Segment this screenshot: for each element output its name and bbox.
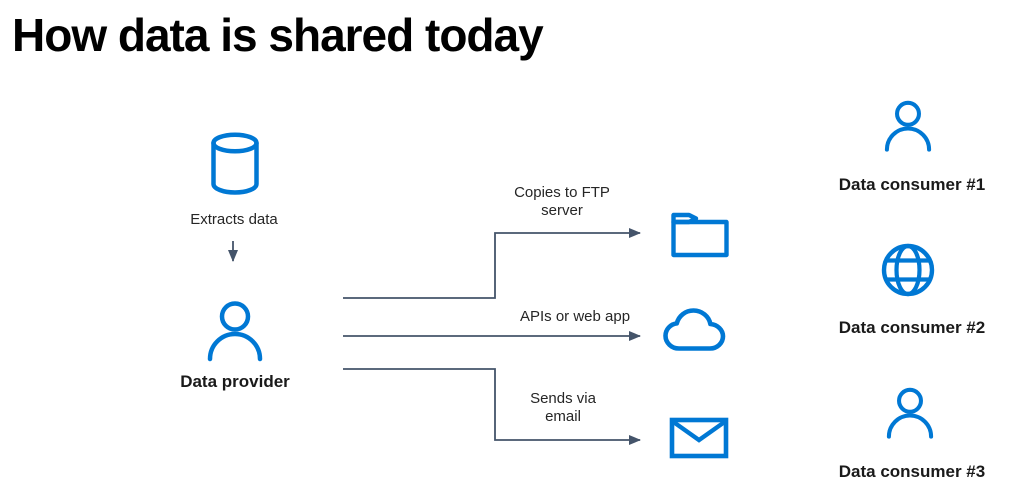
folder-icon xyxy=(670,211,730,259)
person-icon xyxy=(883,383,937,443)
extracts-data-label: Extracts data xyxy=(190,211,278,228)
envelope-icon xyxy=(669,417,729,459)
channel-api-label: APIs or web app xyxy=(519,308,631,325)
database-icon xyxy=(209,132,261,195)
data-provider-label: Data provider xyxy=(180,372,290,391)
consumer-2-label: Data consumer #2 xyxy=(838,318,986,337)
connector-ftp-arrow xyxy=(343,228,641,299)
globe-icon xyxy=(880,242,936,298)
person-icon xyxy=(203,299,267,363)
person-icon xyxy=(881,96,935,156)
consumer-3-label: Data consumer #3 xyxy=(838,462,986,481)
channel-ftp-label: Copies to FTP server xyxy=(514,184,610,219)
cloud-icon xyxy=(662,307,730,353)
page-title: How data is shared today xyxy=(12,9,544,61)
channel-email-label: Sends via email xyxy=(530,390,596,425)
consumer-1-label: Data consumer #1 xyxy=(838,175,986,194)
